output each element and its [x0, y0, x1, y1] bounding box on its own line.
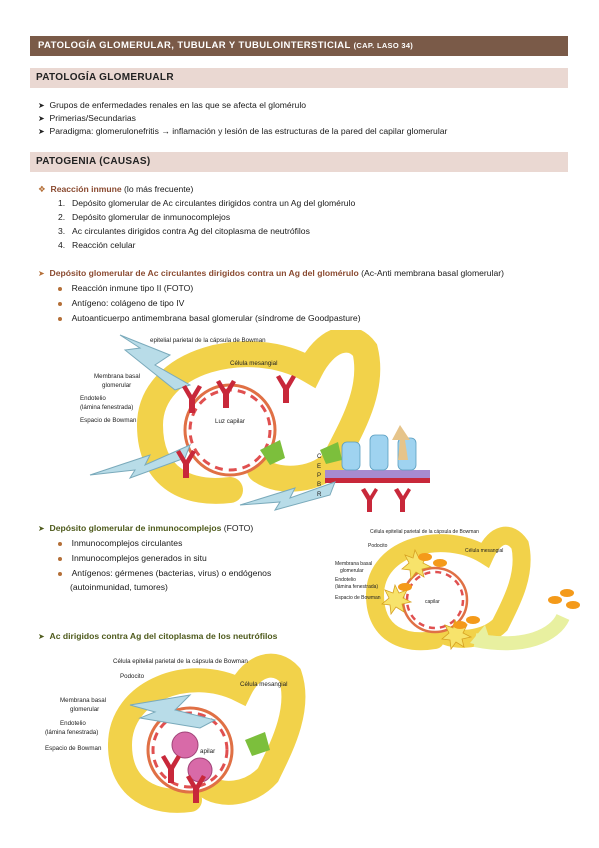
list-item: Autoanticuerpo antimembrana basal glomer… — [58, 313, 361, 324]
list-item: ➤ Paradigma: glomerulonefritis → inflama… — [38, 126, 448, 136]
fig3-label-capilar: apilar — [200, 748, 215, 755]
block3-heading: ➤ Ac dirigidos contra Ag del citoplasma … — [38, 631, 278, 641]
arrow-bullet-icon: ➤ — [38, 269, 45, 278]
dot-bullet-icon — [58, 556, 62, 561]
dot-bullet-icon — [58, 571, 62, 576]
numbered-item: 2.Depósito glomerular de inmunocomplejos — [58, 212, 231, 222]
fig1-label-mesangial: Célula mesangial — [230, 360, 277, 367]
section-heading-patologia: PATOLOGÍA GLOMERUALR — [30, 68, 568, 88]
fig3-label-glomerular: glomerular — [70, 706, 99, 713]
dot-bullet-icon — [58, 286, 62, 291]
fig2-label-glomerular: glomerular — [340, 568, 364, 574]
fig1-label-p: P — [317, 472, 321, 479]
fig3-label-lamina: (lámina fenestrada) — [45, 729, 98, 736]
fig3-label-membrana: Membrana basal — [60, 697, 106, 704]
list-item: Antígenos: gérmenes (bacterias, virus) o… — [58, 568, 271, 579]
arrow-bullet-icon: ➤ — [38, 101, 45, 110]
fig1-label-c: C — [317, 453, 322, 460]
list-item-continuation: (autoinmunidad, tumores) — [70, 582, 168, 592]
arrow-bullet-icon: ➤ — [38, 114, 45, 123]
fig3-label-mesangial: Célula mesangial — [240, 681, 287, 688]
fig1-label-membrana: Membrana basal — [94, 373, 140, 380]
dot-bullet-icon — [58, 316, 62, 321]
document-title: PATOLOGÍA GLOMERULAR, TUBULAR Y TUBULOIN… — [38, 40, 351, 51]
arrow-bullet-icon: ➤ — [38, 632, 45, 641]
fig2-label-top: Célula epitelial parietal de la cápsula … — [370, 529, 479, 535]
fig2-label-podocito: Podocito — [368, 543, 388, 549]
fig2-label-capilar: capilar — [425, 599, 440, 605]
fig1-label-e: E — [317, 463, 321, 470]
numbered-item: 1.Depósito glomerular de Ac circulantes … — [58, 198, 356, 208]
arrow-bullet-icon: ➤ — [38, 127, 45, 136]
fig2-label-lamina: (lámina fenestrada) — [335, 584, 378, 590]
block1-heading: ➤ Depósito glomerular de Ac circulantes … — [38, 268, 504, 278]
fig2-label-endotelio: Endotelio — [335, 577, 356, 583]
section-heading-patogenia: PATOGENIA (CAUSAS) — [30, 152, 568, 172]
numbered-item: 4.Reacción celular — [58, 240, 136, 250]
numbered-item: 3.Ac circulantes dirigidos contra Ag del… — [58, 226, 310, 236]
list-item: Antígeno: colágeno de tipo IV — [58, 298, 184, 309]
fig3-label-endotelio: Endotelio — [60, 720, 86, 727]
list-item: Inmunocomplejos generados in situ — [58, 553, 207, 564]
dot-bullet-icon — [58, 541, 62, 546]
fig1-label-luz: Luz capilar — [215, 418, 245, 425]
immune-complex-figure: Célula epitelial parietal de la cápsula … — [335, 526, 580, 651]
diamond-bullet-icon: ❖ — [38, 184, 46, 194]
fig1-label-b: B — [317, 481, 321, 488]
list-item: Inmunocomplejos circulantes — [58, 538, 182, 549]
fig2-label-mesangial: Célula mesangial — [465, 548, 503, 554]
list-item: Reacción inmune tipo II (FOTO) — [58, 283, 193, 294]
fig1-label-top: epitelial parietal de la cápsula de Bowm… — [150, 337, 266, 344]
fig1-label-espacio: Espacio de Bowman — [80, 417, 137, 424]
fig1-label-endotelio: Endotelio — [80, 395, 106, 402]
block2-heading: ➤ Depósito glomerular de inmunocomplejos… — [38, 523, 254, 533]
chapter-ref: (CAP. LASO 34) — [353, 41, 414, 50]
anti-gbm-figure: epitelial parietal de la cápsula de Bowm… — [80, 330, 430, 512]
fig1-label-glomerular: glomerular — [102, 382, 131, 389]
fig1-label-lamina: (lámina fenestrada) — [80, 404, 133, 411]
fig3-label-top: Célula epitelial parietal de la cápsula … — [113, 658, 248, 665]
dot-bullet-icon — [58, 301, 62, 306]
list-item: ➤ Grupos de enfermedades renales en las … — [38, 100, 307, 110]
immune-heading: ❖ Reacción inmune (lo más frecuente) — [38, 184, 194, 194]
list-item: ➤ Primerias/Secundarias — [38, 113, 136, 123]
arrow-bullet-icon: ➤ — [38, 524, 45, 533]
fig2-label-espacio: Espacio de Bowman — [335, 595, 381, 601]
fig3-label-espacio: Espacio de Bowman — [45, 745, 102, 752]
fig1-label-r: R — [317, 491, 322, 498]
anca-figure: Célula epitelial parietal de la cápsula … — [45, 653, 306, 813]
document-title-bar: PATOLOGÍA GLOMERULAR, TUBULAR Y TUBULOIN… — [30, 36, 568, 56]
fig3-label-podocito: Podocito — [120, 673, 145, 680]
fig2-label-membrana: Membrana basal — [335, 561, 372, 567]
